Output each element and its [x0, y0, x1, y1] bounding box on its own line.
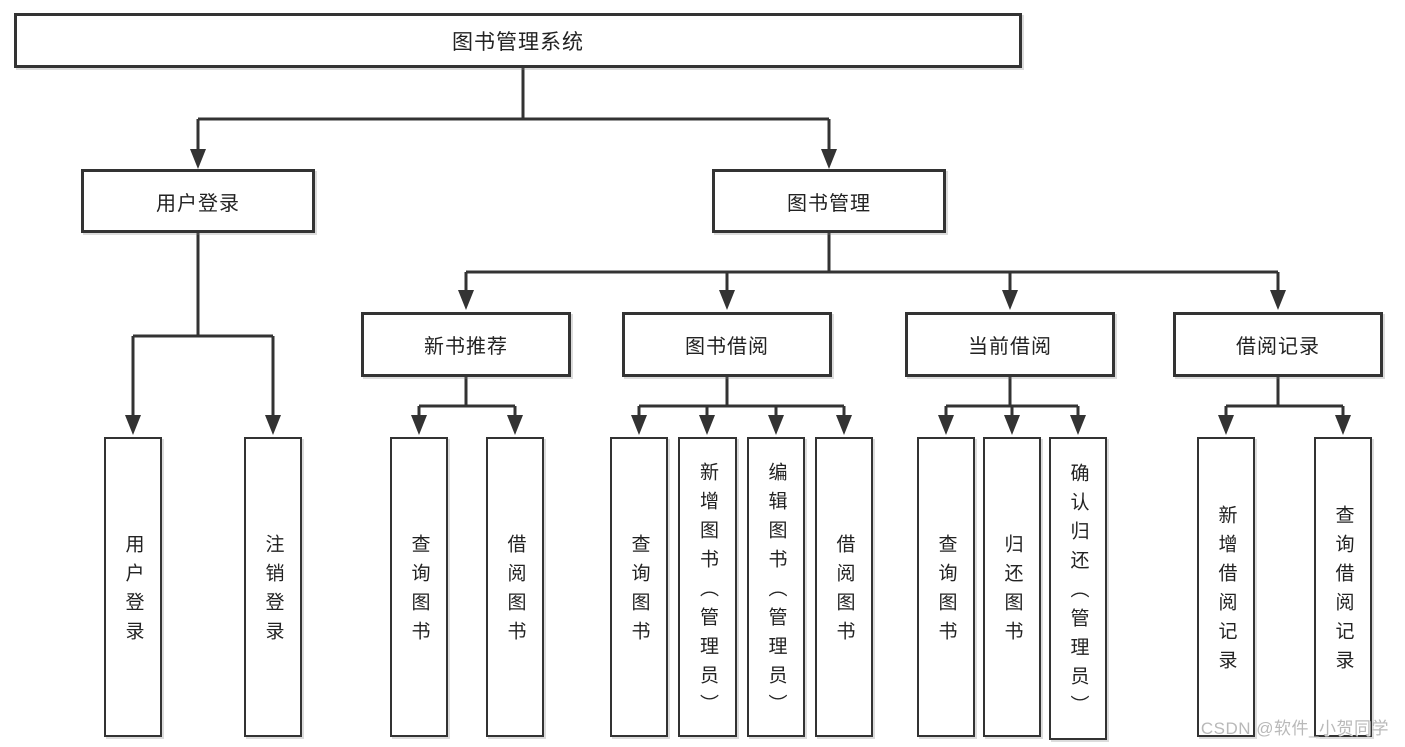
node-new-book-recommend: 新书推荐 [361, 312, 571, 377]
node-book-borrow: 图书借阅 [622, 312, 832, 377]
root-node-label: 图书管理系统 [452, 30, 584, 54]
node-current-borrow: 当前借阅 [905, 312, 1115, 377]
arrowheads [125, 149, 1351, 435]
leaf-confirm-return-admin-label: 确认归还（管理员） [1067, 463, 1089, 724]
watermark: CSDN @软件_小贺同学 [1200, 719, 1389, 738]
leaf-edit-book-admin-label: 编辑图书（管理员） [765, 461, 787, 723]
tree-edges [131, 68, 1345, 419]
leaf-add-book-admin-label: 新增图书（管理员） [697, 461, 718, 723]
leaf-query-books-current: 查询图书 [917, 437, 975, 737]
leaf-confirm-return-admin: 确认归还（管理员） [1049, 437, 1107, 740]
leaf-borrow-books-label: 借阅图书 [833, 534, 855, 650]
leaf-borrow-books-recommend: 借阅图书 [486, 437, 544, 737]
leaf-query-borrow-record: 查询借阅记录 [1314, 437, 1372, 737]
node-user-login-label: 用户登录 [156, 192, 240, 215]
leaf-query-books-recommend: 查询图书 [390, 437, 448, 737]
leaf-query-books-borrow-label: 查询图书 [628, 534, 650, 650]
node-user-login: 用户登录 [81, 169, 315, 233]
root-node-library-system: 图书管理系统 [14, 13, 1022, 68]
leaf-return-book: 归还图书 [983, 437, 1041, 737]
leaf-query-books-current-label: 查询图书 [935, 534, 957, 650]
leaf-return-book-label: 归还图书 [1001, 534, 1023, 650]
node-book-borrow-label: 图书借阅 [685, 336, 769, 358]
leaf-logout-label: 注销登录 [262, 534, 284, 650]
leaf-borrow-books-recommend-label: 借阅图书 [504, 534, 526, 650]
node-new-book-recommend-label: 新书推荐 [424, 336, 508, 358]
leaf-query-books-borrow: 查询图书 [610, 437, 668, 737]
leaf-edit-book-admin: 编辑图书（管理员） [747, 437, 805, 737]
leaf-user-login: 用户登录 [104, 437, 162, 737]
node-borrow-records: 借阅记录 [1173, 312, 1383, 377]
leaf-user-login-label: 用户登录 [122, 534, 144, 650]
node-borrow-records-label: 借阅记录 [1236, 336, 1320, 358]
node-book-management: 图书管理 [712, 169, 946, 233]
leaf-query-borrow-record-label: 查询借阅记录 [1332, 505, 1354, 679]
leaf-add-borrow-record-label: 新增借阅记录 [1215, 505, 1237, 679]
leaf-logout: 注销登录 [244, 437, 302, 737]
leaf-borrow-books: 借阅图书 [815, 437, 873, 737]
leaf-add-borrow-record: 新增借阅记录 [1197, 437, 1255, 737]
leaf-add-book-admin: 新增图书（管理员） [678, 437, 737, 737]
leaf-query-books-recommend-label: 查询图书 [408, 534, 430, 650]
node-book-management-label: 图书管理 [787, 192, 871, 215]
node-current-borrow-label: 当前借阅 [968, 336, 1052, 358]
